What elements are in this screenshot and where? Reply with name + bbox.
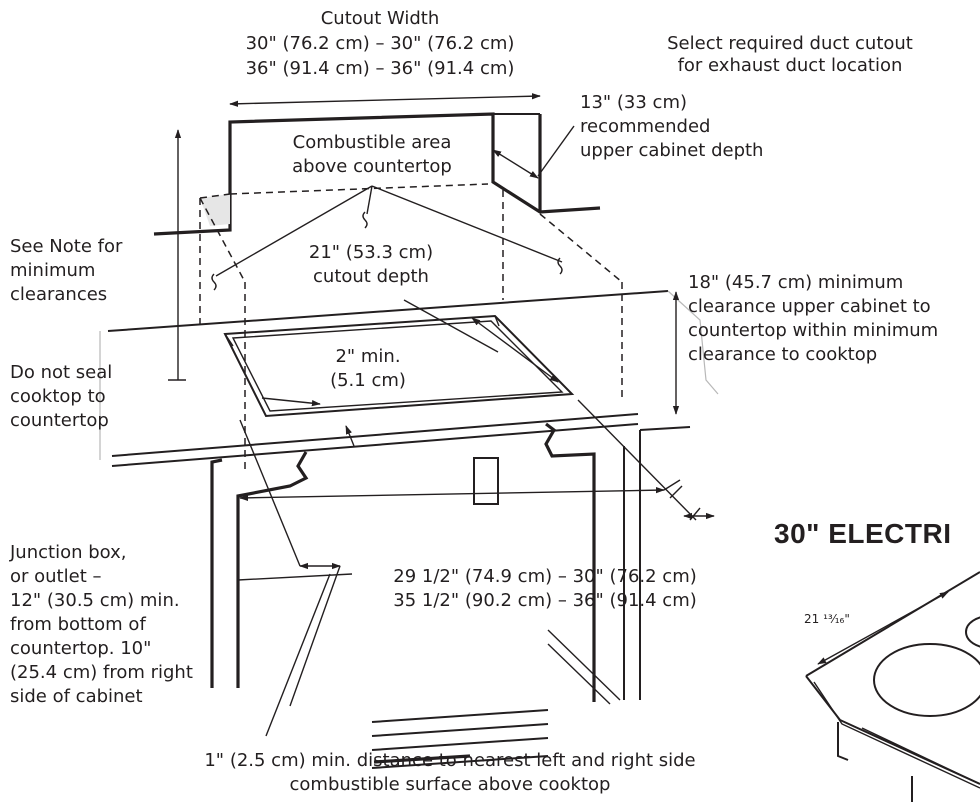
cutout-width-line-1: 30" (76.2 cm) – 30" (76.2 cm) (245, 33, 515, 54)
clearance-line-3: countertop within minimum (688, 320, 939, 341)
junction-line-2: or outlet – (10, 566, 102, 587)
upper-cabinet (153, 112, 601, 236)
cutout-depth-line-1: 21" (53.3 cm) (308, 242, 434, 263)
cooktop-depth-dimension: 21 ¹³⁄₁₆" (804, 612, 850, 626)
combustible-leaders (211, 185, 563, 291)
cabinet-width-line-1: 29 1/2" (74.9 cm) – 30" (76.2 cm) (393, 566, 697, 587)
cutout-depth-line-2: cutout depth (313, 266, 429, 287)
side-distance-line-2: combustible surface above cooktop (289, 774, 611, 795)
see-note-line-2: minimum (10, 260, 96, 281)
junction-line-7: side of cabinet (10, 686, 143, 707)
electric-cooktop-title: 30" ELECTRI (774, 518, 952, 549)
duct-cutout-line-1: Select required duct cutout (667, 33, 913, 54)
junction-line-6: (25.4 cm) from right (10, 662, 193, 683)
cabinet-width-line-2: 35 1/2" (90.2 cm) – 36" (91.4 cm) (393, 590, 697, 611)
cabinet-depth-line-1: 13" (33 cm) (580, 92, 688, 113)
combustible-area-line-1: Combustible area (292, 132, 452, 153)
min-2-line-1: 2" min. (335, 346, 401, 367)
min-2-line-2: (5.1 cm) (330, 370, 406, 391)
cutout-width-title: Cutout Width (320, 8, 440, 29)
do-not-seal-line-2: cooktop to (10, 386, 106, 407)
see-note-line-3: clearances (10, 284, 108, 305)
cabinet-depth-line-2: recommended (580, 116, 711, 137)
duct-cutout-line-2: for exhaust duct location (677, 55, 903, 76)
combustible-area-line-2: above countertop (292, 156, 452, 177)
shaded-corner (200, 194, 230, 226)
clearance-line-1: 18" (45.7 cm) minimum (688, 272, 904, 293)
clearance-line-4: clearance to cooktop (688, 344, 878, 365)
cabinet-depth-line-3: upper cabinet depth (580, 140, 764, 161)
side-distance-line-1: 1" (2.5 cm) min. distance to nearest lef… (204, 750, 696, 771)
electric-cooktop-illustration (805, 571, 980, 802)
junction-box (473, 457, 499, 505)
clearance-line-2: clearance upper cabinet to (688, 296, 931, 317)
dimension-arrows (168, 93, 715, 737)
junction-line-1: Junction box, (10, 542, 127, 563)
junction-line-4: from bottom of (10, 614, 146, 635)
junction-line-5: countertop. 10" (10, 638, 152, 659)
cutout-width-line-2: 36" (91.4 cm) – 36" (91.4 cm) (245, 58, 515, 79)
combustible-zone-outline (199, 183, 623, 470)
lower-cabinet (210, 422, 691, 769)
countertop (99, 290, 719, 467)
do-not-seal-line-1: Do not seal (10, 362, 113, 383)
see-note-line-1: See Note for (10, 236, 123, 257)
junction-line-3: 12" (30.5 cm) min. (10, 590, 180, 611)
do-not-seal-line-3: countertop (10, 410, 109, 431)
